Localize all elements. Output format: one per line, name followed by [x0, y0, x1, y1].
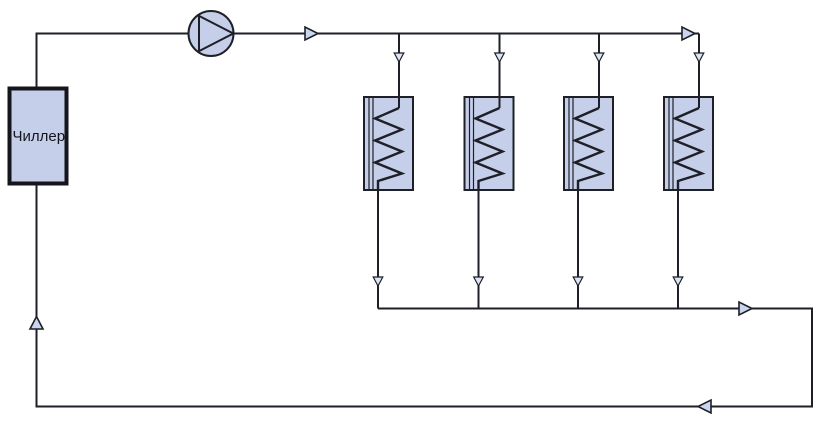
flow-arrow-riser — [28, 314, 45, 330]
chiller-node — [7, 86, 69, 186]
flow-arrow-outlet-3 — [572, 276, 584, 288]
chiller-label: Чиллер — [13, 128, 66, 145]
flow-arrow-collector — [738, 300, 754, 317]
pump-impeller-triangle — [198, 14, 236, 53]
flow-arrow-inlet-2 — [493, 52, 506, 64]
hx-coil-3 — [571, 106, 606, 190]
flow-arrow-return — [696, 398, 712, 415]
heat-exchanger-4 — [663, 96, 714, 191]
hx-coil-4 — [671, 106, 706, 190]
return-pipe — [35, 183, 813, 408]
hx-coil-2 — [472, 106, 507, 190]
supply-pipe — [35, 32, 699, 89]
flow-arrow-supply — [304, 25, 320, 42]
flow-arrow-inlet-1 — [393, 52, 405, 64]
hx-coil-1 — [371, 106, 406, 190]
flow-arrow-supply-end — [681, 25, 697, 42]
heat-exchanger-3 — [563, 96, 614, 191]
flow-arrow-outlet-1 — [372, 276, 384, 288]
heat-exchanger-2 — [463, 96, 515, 191]
flow-arrow-inlet-3 — [593, 52, 605, 64]
flow-arrow-outlet-4 — [672, 276, 684, 288]
flow-arrow-inlet-4 — [693, 52, 705, 64]
heat-exchanger-1 — [363, 96, 414, 191]
flow-arrow-outlet-2 — [472, 276, 485, 288]
